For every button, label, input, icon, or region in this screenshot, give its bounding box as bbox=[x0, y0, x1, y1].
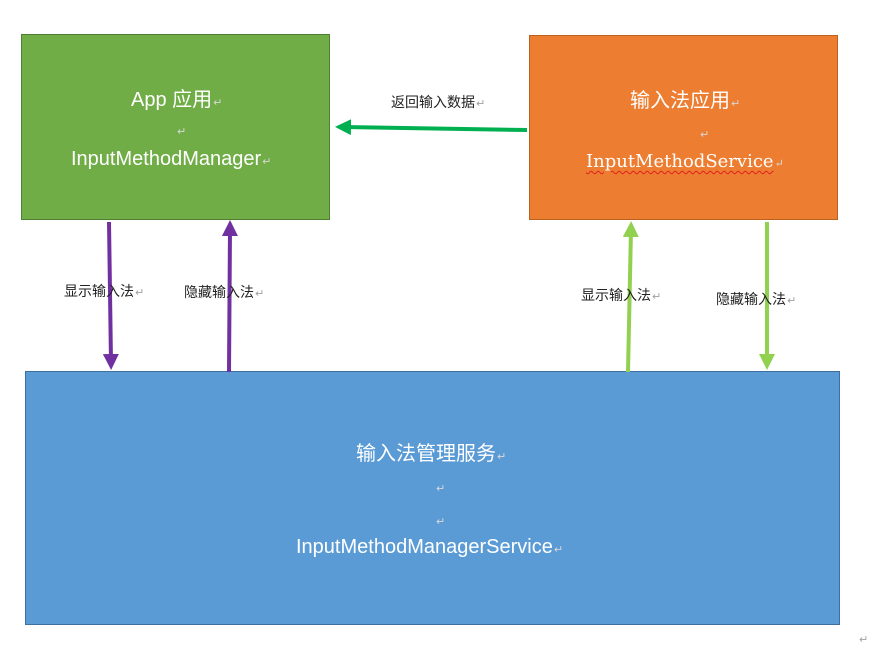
arrow-return-data bbox=[335, 119, 528, 136]
paragraph-mark: ↵ bbox=[700, 129, 710, 141]
arrow-hide-left bbox=[221, 220, 238, 373]
app-box-subtitle: InputMethodManager↵ bbox=[71, 148, 272, 170]
paragraph-mark: ↵ bbox=[859, 634, 869, 646]
app-box bbox=[21, 34, 330, 220]
arrow-show-left bbox=[102, 221, 119, 370]
service-box-subtitle: InputMethodManagerService↵ bbox=[296, 536, 564, 558]
app-box-title: App 应用↵ bbox=[131, 89, 223, 111]
ime-box-subtitle: InputMethodService↵ bbox=[586, 151, 784, 172]
paragraph-mark: ↵ bbox=[436, 516, 446, 528]
label-hide-right: 隐藏输入法↵ bbox=[716, 291, 797, 307]
arrow-show-right bbox=[622, 221, 639, 373]
paragraph-mark: ↵ bbox=[177, 126, 187, 138]
ime-box-title: 输入法应用↵ bbox=[630, 90, 741, 112]
label-hide-left: 隐藏输入法↵ bbox=[184, 284, 265, 300]
service-box-title: 输入法管理服务↵ bbox=[356, 443, 507, 465]
service-box bbox=[25, 371, 840, 625]
ime-box bbox=[529, 35, 838, 220]
paragraph-mark: ↵ bbox=[436, 483, 446, 495]
label-show-left: 显示输入法↵ bbox=[64, 283, 145, 299]
label-show-right: 显示输入法↵ bbox=[581, 287, 662, 303]
label-return-data: 返回输入数据↵ bbox=[391, 94, 486, 110]
